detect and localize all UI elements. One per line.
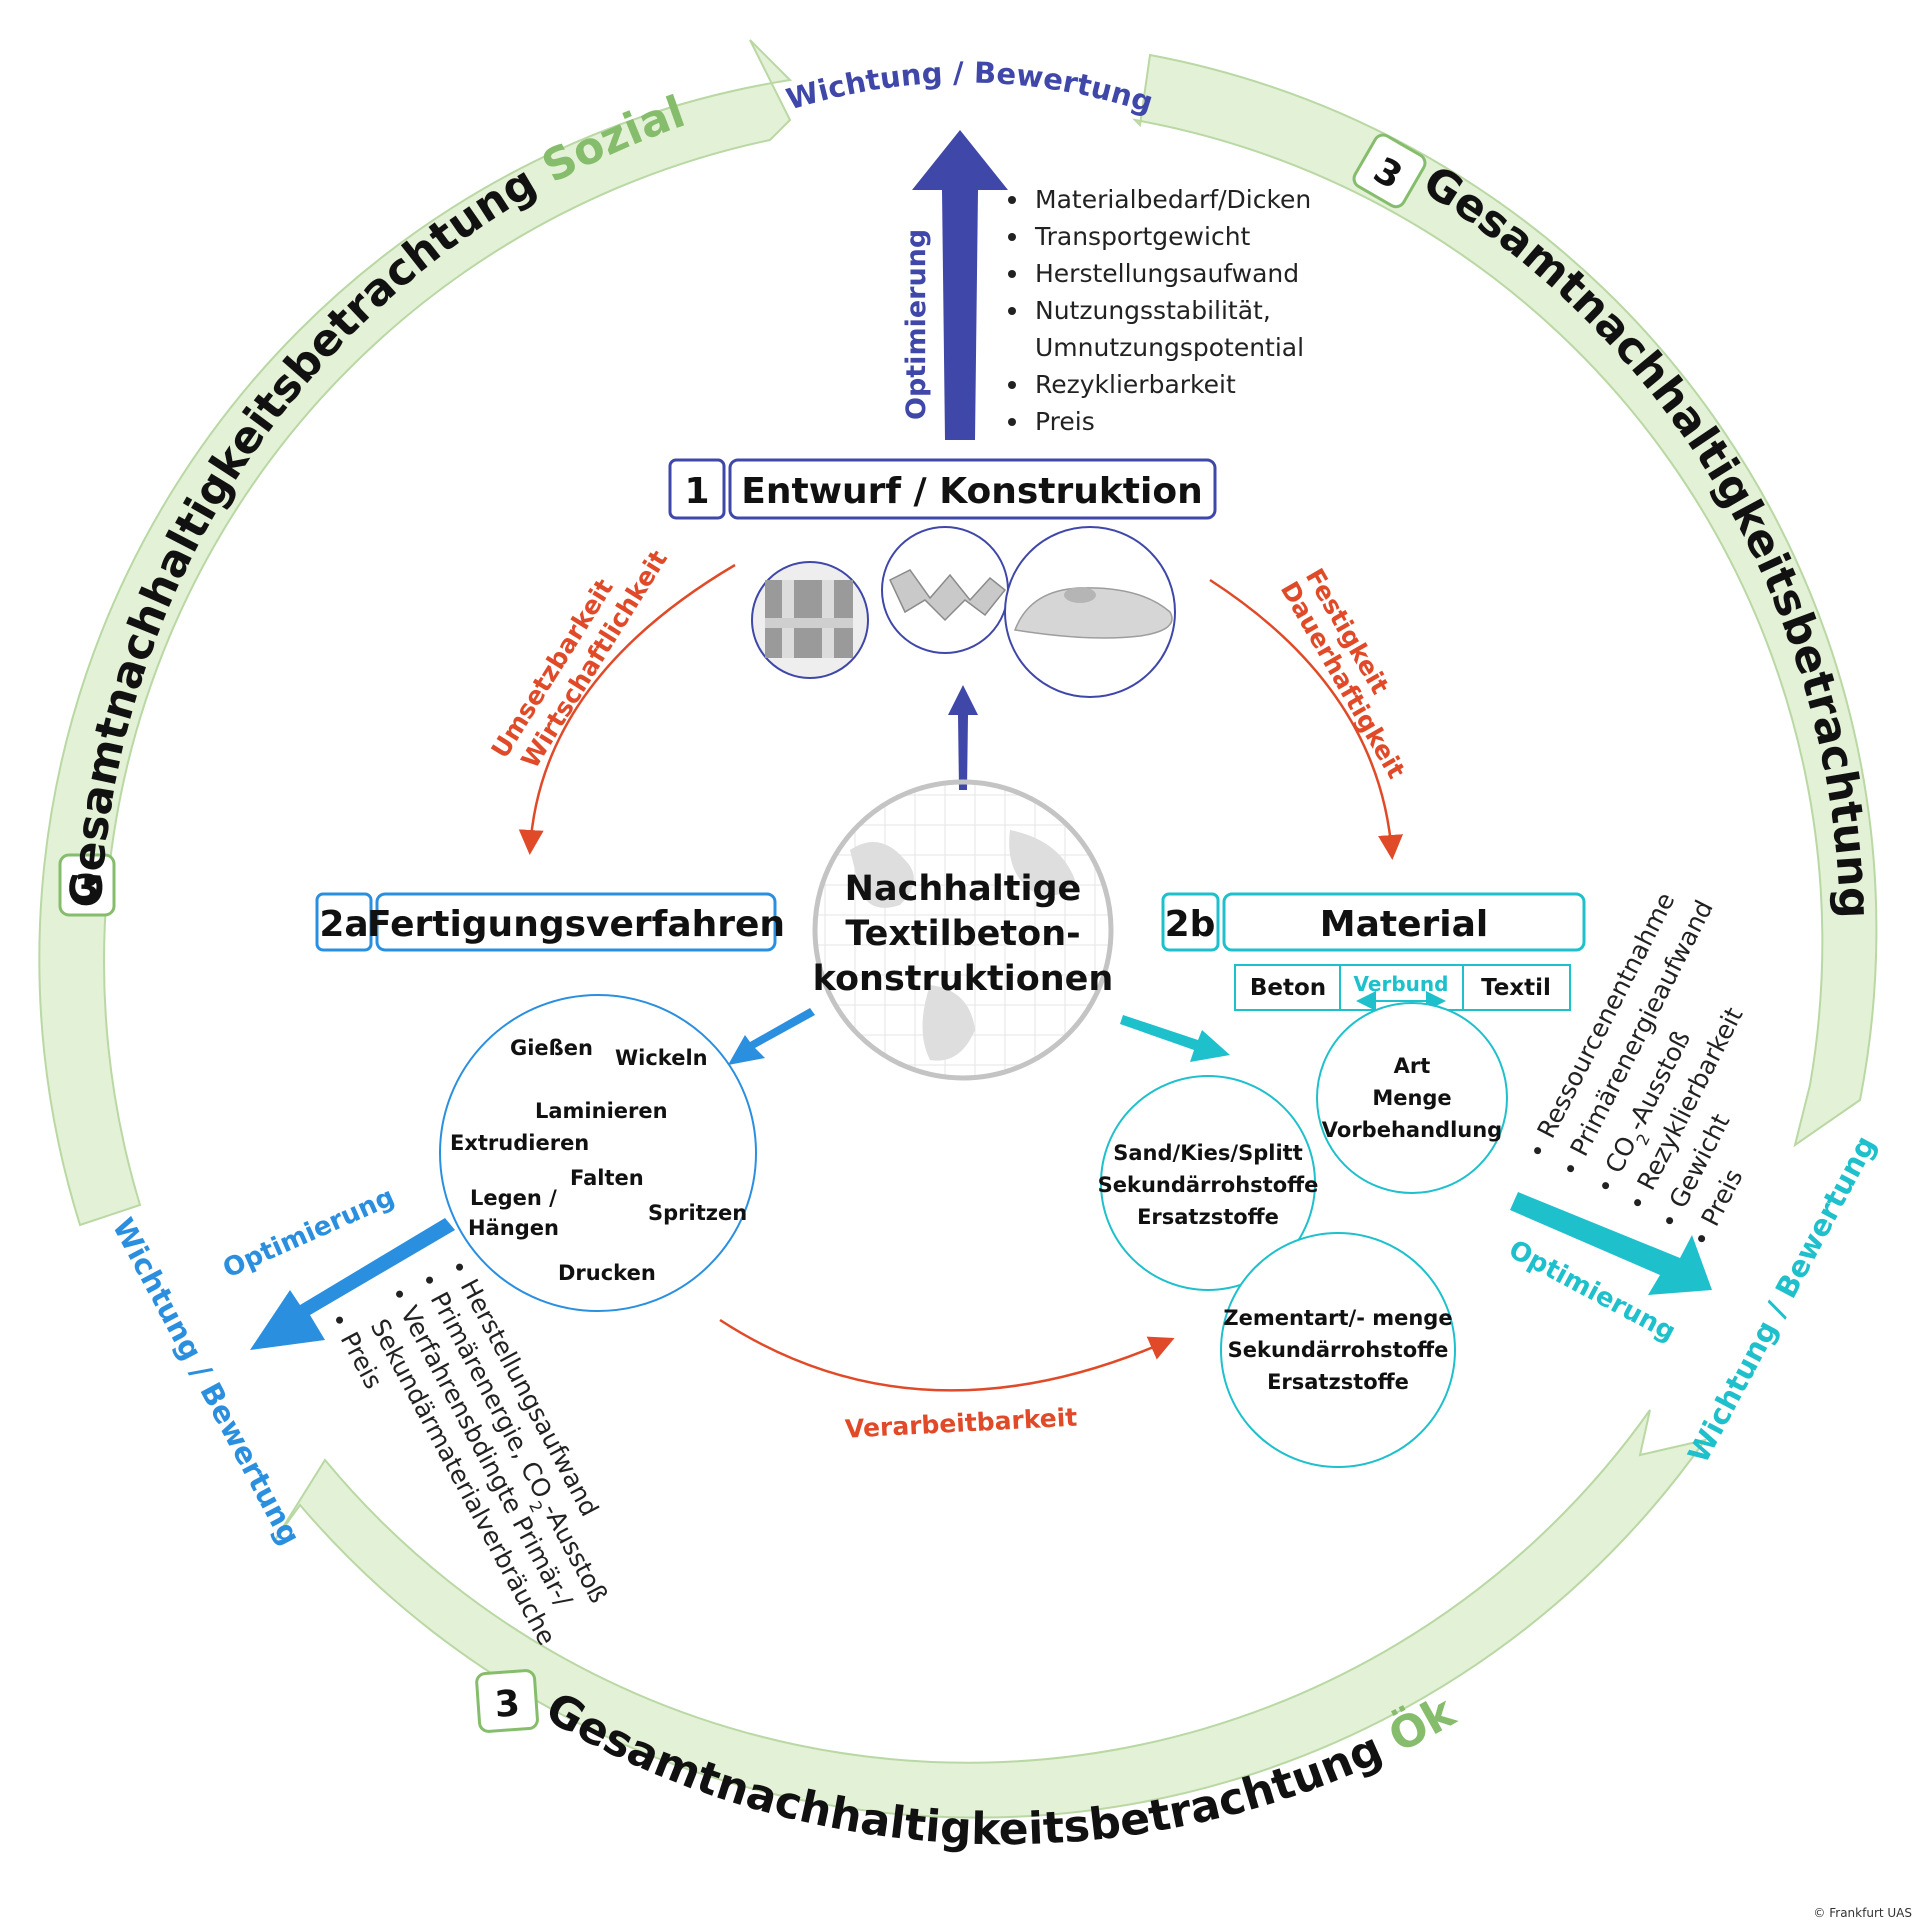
center-to-design-arrow <box>948 685 978 790</box>
design-criteria-list: Materialbedarf/Dicken Transportgewicht H… <box>1008 185 1311 436</box>
weighting-label-top: Wichtung / Bewertung <box>783 55 1158 119</box>
design-box-number: 1 <box>684 471 709 512</box>
folded-shell-image <box>889 569 1007 622</box>
material-bond: Verbund <box>1354 972 1449 996</box>
arrow-design-to-material <box>1209 578 1404 860</box>
manufacturing-box: 2a Fertigungsverfahren <box>315 892 785 952</box>
design-criteria-item: Herstellungsaufwand <box>1035 259 1299 288</box>
material-components: Beton Verbund Textil <box>1234 964 1571 1011</box>
optimization-label-top: Optimierung <box>901 229 932 420</box>
material-textile: Textil <box>1481 975 1551 1001</box>
design-optimization-arrow <box>912 130 1008 440</box>
material-box-number: 2b <box>1165 904 1216 945</box>
design-criteria-item: Transportgewicht <box>1034 222 1251 251</box>
center-to-manufacturing-arrow <box>728 1008 815 1065</box>
textile-circle: Art Menge Vorbehandlung <box>1316 1002 1508 1194</box>
aggregate-sand: Sand/Kies/Splitt <box>1113 1141 1302 1165</box>
ring-number-left: 3 <box>74 868 99 909</box>
aggregate-substitutes: Ersatzstoffe <box>1137 1205 1279 1229</box>
center-title-line1: Nachhaltige <box>845 869 1082 909</box>
process-folding: Falten <box>570 1166 644 1190</box>
arrow-manufacturing-to-material <box>719 1318 1175 1392</box>
process-laying: Legen / <box>470 1186 557 1210</box>
ring-arrow-ecology <box>1132 53 1878 1148</box>
process-circle: Gießen Wickeln Laminieren Extrudieren Fa… <box>439 994 757 1312</box>
manufacturing-criteria-list: Herstellungsaufwand Primärenergie, CO2-A… <box>335 1263 613 1650</box>
outer-ring <box>38 39 1878 1819</box>
ring-badge-right: 3 <box>1352 133 1427 209</box>
design-criteria-item: Materialbedarf/Dicken <box>1035 185 1311 214</box>
design-box-label: Entwurf / Konstruktion <box>741 471 1202 512</box>
cement-circle: Zementart/- menge Sekundärrohstoffe Ersa… <box>1220 1232 1456 1468</box>
process-extruding: Extrudieren <box>450 1131 589 1155</box>
cement-secondary: Sekundärrohstoffe <box>1228 1338 1449 1362</box>
center-globe: Nachhaltige Textilbeton- konstruktionen <box>812 779 1114 1081</box>
center-to-material-arrow <box>1120 1015 1230 1062</box>
material-box-label: Material <box>1320 904 1488 945</box>
beam-structure-image <box>765 580 853 658</box>
ring-badge-left: 3 <box>58 853 116 917</box>
weighting-label-right: Wichtung / Bewertung <box>1681 1130 1882 1468</box>
material-box: 2b Material <box>1161 892 1586 952</box>
material-optimization-arrow <box>1510 1192 1712 1295</box>
ring-arrow-economy <box>274 1409 1708 1819</box>
aggregate-secondary: Sekundärrohstoffe <box>1098 1173 1319 1197</box>
arrow-design-to-manufacturing <box>518 563 736 855</box>
design-criteria-item: Umnutzungspotential <box>1035 333 1304 362</box>
ring-arrow-social <box>38 39 793 1227</box>
ring-badge-bottom: 3 <box>475 1669 539 1733</box>
manufacturing-box-label: Fertigungsverfahren <box>367 904 785 945</box>
textile-amount: Menge <box>1372 1086 1451 1110</box>
relation-label-processability: Verarbeitbarkeit <box>844 1403 1078 1444</box>
aggregate-circle: Sand/Kies/Splitt Sekundärrohstoffe Ersat… <box>1098 1075 1319 1291</box>
design-criteria-item: Preis <box>1035 407 1095 436</box>
ring-label-social: Gesamtnachhaltigkeitsbetrachtung Sozial <box>61 86 692 909</box>
process-spraying: Spritzen <box>648 1201 747 1225</box>
textile-type: Art <box>1394 1054 1431 1078</box>
dome-shell-image <box>1013 587 1173 639</box>
process-hanging: Hängen <box>468 1216 559 1240</box>
process-casting: Gießen <box>510 1036 593 1060</box>
center-title-line3: konstruktionen <box>813 959 1114 999</box>
process-printing: Drucken <box>558 1261 656 1285</box>
material-concrete: Beton <box>1250 975 1326 1001</box>
ring-number-bottom: 3 <box>493 1683 521 1726</box>
design-criteria-item: Rezyklierbarkeit <box>1035 370 1236 399</box>
design-criteria-item: Nutzungsstabilität, <box>1035 296 1271 325</box>
credit-text: © Frankfurt UAS <box>1813 1906 1912 1920</box>
design-example-images <box>751 526 1176 698</box>
textile-pretreatment: Vorbehandlung <box>1322 1118 1502 1142</box>
center-title-line2: Textilbeton- <box>845 914 1080 954</box>
cement-substitutes: Ersatzstoffe <box>1267 1370 1409 1394</box>
manufacturing-box-number: 2a <box>319 904 368 945</box>
cement-type: Zementart/- menge <box>1223 1306 1452 1330</box>
design-box: 1 Entwurf / Konstruktion <box>668 458 1217 520</box>
process-winding: Wickeln <box>615 1046 708 1070</box>
process-laminating: Laminieren <box>535 1099 668 1123</box>
manufacturing-optimization-arrow <box>250 1218 455 1350</box>
